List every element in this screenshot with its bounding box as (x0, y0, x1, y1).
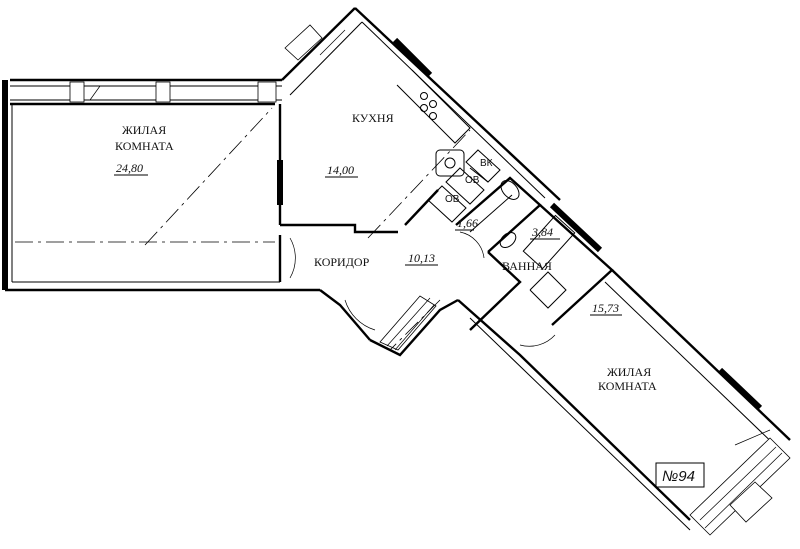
apartment-number: №94 (662, 468, 695, 485)
label-living-right-2: КОМНАТА (598, 379, 657, 393)
room-corridor (289, 231, 485, 357)
label-living-left-1: ЖИЛАЯ (122, 123, 166, 137)
apartment-number-box (655, 462, 705, 488)
label-living-left-2: КОМНАТА (115, 139, 174, 153)
label-bathroom: ВАННАЯ (502, 259, 552, 273)
window-mullion (69, 81, 85, 103)
area-kitchen: 14,00 (327, 163, 354, 177)
label-corridor: КОРИДОР (314, 255, 370, 269)
room-kitchen (280, 7, 561, 239)
area-corridor: 10,13 (408, 251, 435, 265)
label-living-right-1: ЖИЛАЯ (607, 365, 651, 379)
area-living-right: 15,73 (592, 301, 619, 315)
label-kitchen: КУХНЯ (352, 111, 394, 125)
shaft-ov-label-2: ОВ (445, 194, 460, 205)
shaft-ov-label-1: ОВ (465, 175, 480, 186)
room-wc (455, 176, 542, 253)
shafts (427, 149, 501, 223)
shaft-vk-label: ВК (480, 158, 493, 169)
room-living-right (457, 269, 791, 536)
balcony-right (729, 481, 773, 523)
window-mullion (155, 81, 171, 103)
area-living-left: 24,80 (116, 161, 143, 175)
window-mullion (257, 81, 277, 103)
room-living-left (2, 78, 320, 292)
kitchen-balcony (284, 24, 323, 61)
area-bathroom: 3,84 (531, 225, 553, 239)
area-wc: 1,66 (457, 216, 478, 230)
